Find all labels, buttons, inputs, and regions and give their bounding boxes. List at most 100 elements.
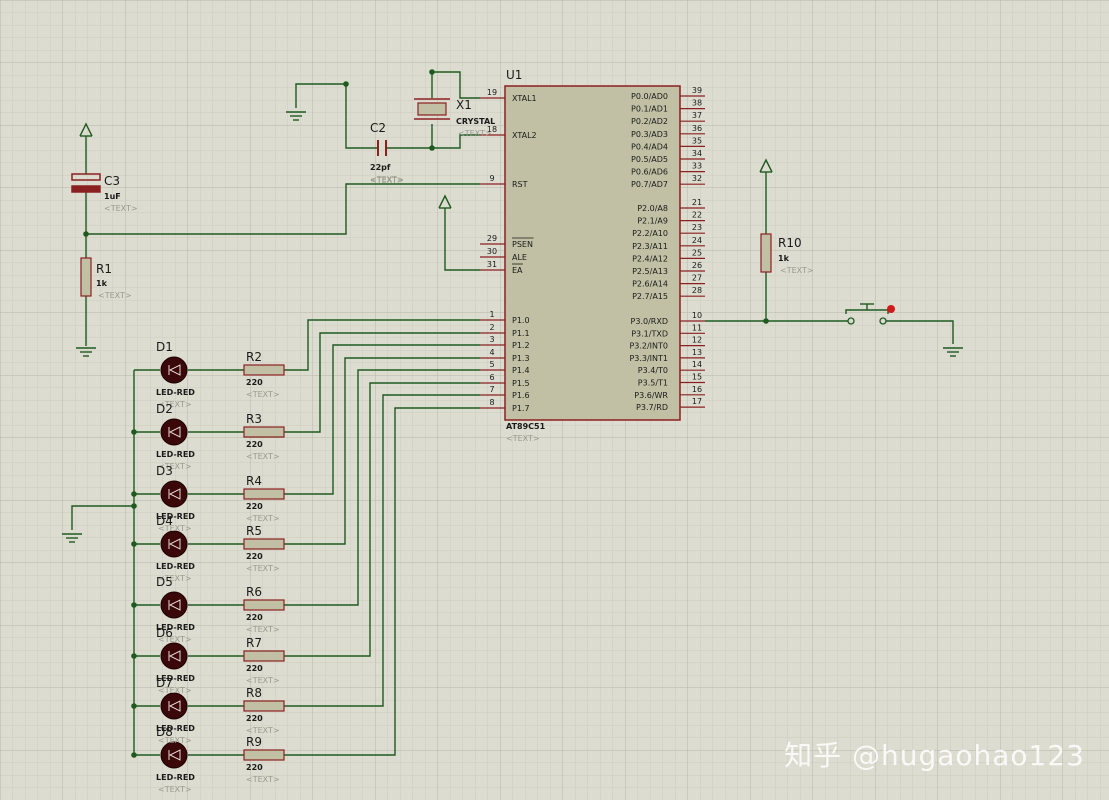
mcu-pin-number: 13 xyxy=(692,348,702,357)
mcu-pin-name: P2.5/A13 xyxy=(632,267,668,276)
mcu-pin-name: P0.6/AD6 xyxy=(631,168,668,177)
led-text-placeholder: <TEXT> xyxy=(158,462,192,471)
mcu-pin-number: 33 xyxy=(692,162,702,171)
resistor-r3[interactable] xyxy=(243,426,285,438)
mcu-pin-number: 24 xyxy=(692,236,702,245)
led-text-placeholder: <TEXT> xyxy=(158,635,192,644)
led-value: LED-RED xyxy=(156,724,195,733)
led-diode-icon xyxy=(168,650,181,662)
wires xyxy=(71,69,954,758)
mcu-pin-name: P3.7/RD xyxy=(636,403,668,412)
led-d4[interactable] xyxy=(160,530,188,558)
power-terminal-r10 xyxy=(759,158,773,173)
led-d2[interactable] xyxy=(160,418,188,446)
resistor-r5[interactable] xyxy=(243,538,285,550)
mcu-pin-number: 6 xyxy=(489,373,494,382)
mcu-pin-name: P1.0 xyxy=(512,316,530,325)
mcu-pin-number: 7 xyxy=(489,385,494,394)
wire-p1-6 xyxy=(284,394,480,707)
mcu-pin-number: 30 xyxy=(487,247,497,256)
resistor-r9[interactable] xyxy=(243,749,285,761)
ground-button xyxy=(943,347,963,357)
resistor-r2[interactable] xyxy=(243,364,285,376)
resistor-ref: R8 xyxy=(246,686,262,700)
led-text-placeholder: <TEXT> xyxy=(158,400,192,409)
mcu-pin-name: P2.1/A9 xyxy=(637,217,668,226)
mcu-pin-name: P0.7/AD7 xyxy=(631,180,668,189)
crystal-ref: X1 xyxy=(456,98,472,112)
mcu-pin-number: 3 xyxy=(489,335,494,344)
led-text-placeholder: <TEXT> xyxy=(158,574,192,583)
resistor-value: 220 xyxy=(246,714,263,723)
mcu-pin-number: 21 xyxy=(692,198,702,207)
led-value: LED-RED xyxy=(156,562,195,571)
mcu-pin-number: 14 xyxy=(692,360,702,369)
button-state-icon[interactable] xyxy=(887,305,895,313)
mcu-pin-number: 5 xyxy=(489,360,494,369)
mcu-pin-name: P1.4 xyxy=(512,366,530,375)
mcu-pin-number: 26 xyxy=(692,261,702,270)
mcu-pin-name: P1.3 xyxy=(512,354,530,363)
resistor-r1[interactable] xyxy=(80,257,92,297)
c2-ref: C2 xyxy=(370,121,386,135)
crystal-text-placeholder: <TEXT> xyxy=(458,129,492,138)
resistor-value: 220 xyxy=(246,378,263,387)
mcu-pin-number: 1 xyxy=(489,310,494,319)
led-d6[interactable] xyxy=(160,642,188,670)
wire-p1-4 xyxy=(284,369,480,606)
led-d1[interactable] xyxy=(160,356,188,384)
mcu-part: AT89C51 xyxy=(506,422,546,431)
resistor-text-placeholder: <TEXT> xyxy=(246,625,280,634)
mcu-pin-number: 38 xyxy=(692,99,702,108)
led-d8[interactable] xyxy=(160,741,188,769)
components xyxy=(62,85,963,769)
mcu-pin-name: PSEN xyxy=(512,240,533,249)
wire-rst xyxy=(86,183,480,235)
mcu-body[interactable] xyxy=(504,85,681,421)
led-text-placeholder: <TEXT> xyxy=(158,785,192,794)
resistor-r7[interactable] xyxy=(243,650,285,662)
resistor-ref: R5 xyxy=(246,524,262,538)
capacitor-c3[interactable] xyxy=(71,173,101,181)
wire-button-ground xyxy=(886,320,954,344)
ground-osc xyxy=(286,111,306,121)
mcu-pin-number: 35 xyxy=(692,136,702,145)
crystal-x1[interactable] xyxy=(417,102,447,116)
led-ref: D2 xyxy=(156,402,173,416)
mcu-pin-name: P1.2 xyxy=(512,341,530,350)
capacitor-c3-plate xyxy=(71,185,101,193)
resistor-r10[interactable] xyxy=(760,233,772,273)
r10-value: 1k xyxy=(778,254,790,263)
mcu-pin-number: 27 xyxy=(692,274,702,283)
led-diode-icon xyxy=(168,538,181,550)
led-d5[interactable] xyxy=(160,591,188,619)
resistor-text-placeholder: <TEXT> xyxy=(246,775,280,784)
led-value: LED-RED xyxy=(156,388,195,397)
resistor-r8[interactable] xyxy=(243,700,285,712)
mcu-pin-name: P1.7 xyxy=(512,404,530,413)
mcu-pin-name: P3.3/INT1 xyxy=(629,354,668,363)
led-text-placeholder: <TEXT> xyxy=(158,524,192,533)
resistor-value: 220 xyxy=(246,763,263,772)
mcu-pin-number: 4 xyxy=(489,348,494,357)
mcu-pin-name: P3.2/INT0 xyxy=(629,342,668,351)
mcu-pin-name: P1.1 xyxy=(512,329,530,338)
wire-ea xyxy=(444,208,480,271)
mcu-pin-number: 23 xyxy=(692,223,702,232)
mcu-pin-number: 36 xyxy=(692,124,702,133)
led-d7[interactable] xyxy=(160,692,188,720)
mcu-pin-name: P0.3/AD3 xyxy=(631,130,668,139)
mcu-pin-number: 32 xyxy=(692,174,702,183)
power-terminal-ea xyxy=(438,194,452,209)
led-value: LED-RED xyxy=(156,450,195,459)
resistor-ref: R6 xyxy=(246,585,262,599)
resistor-r6[interactable] xyxy=(243,599,285,611)
resistor-text-placeholder: <TEXT> xyxy=(246,390,280,399)
wire-p1-7 xyxy=(284,407,480,756)
led-d3[interactable] xyxy=(160,480,188,508)
led-value: LED-RED xyxy=(156,674,195,683)
resistor-r4[interactable] xyxy=(243,488,285,500)
mcu-pin-number: 28 xyxy=(692,286,702,295)
watermark: 知乎 @hugaohao123 xyxy=(784,739,1085,772)
